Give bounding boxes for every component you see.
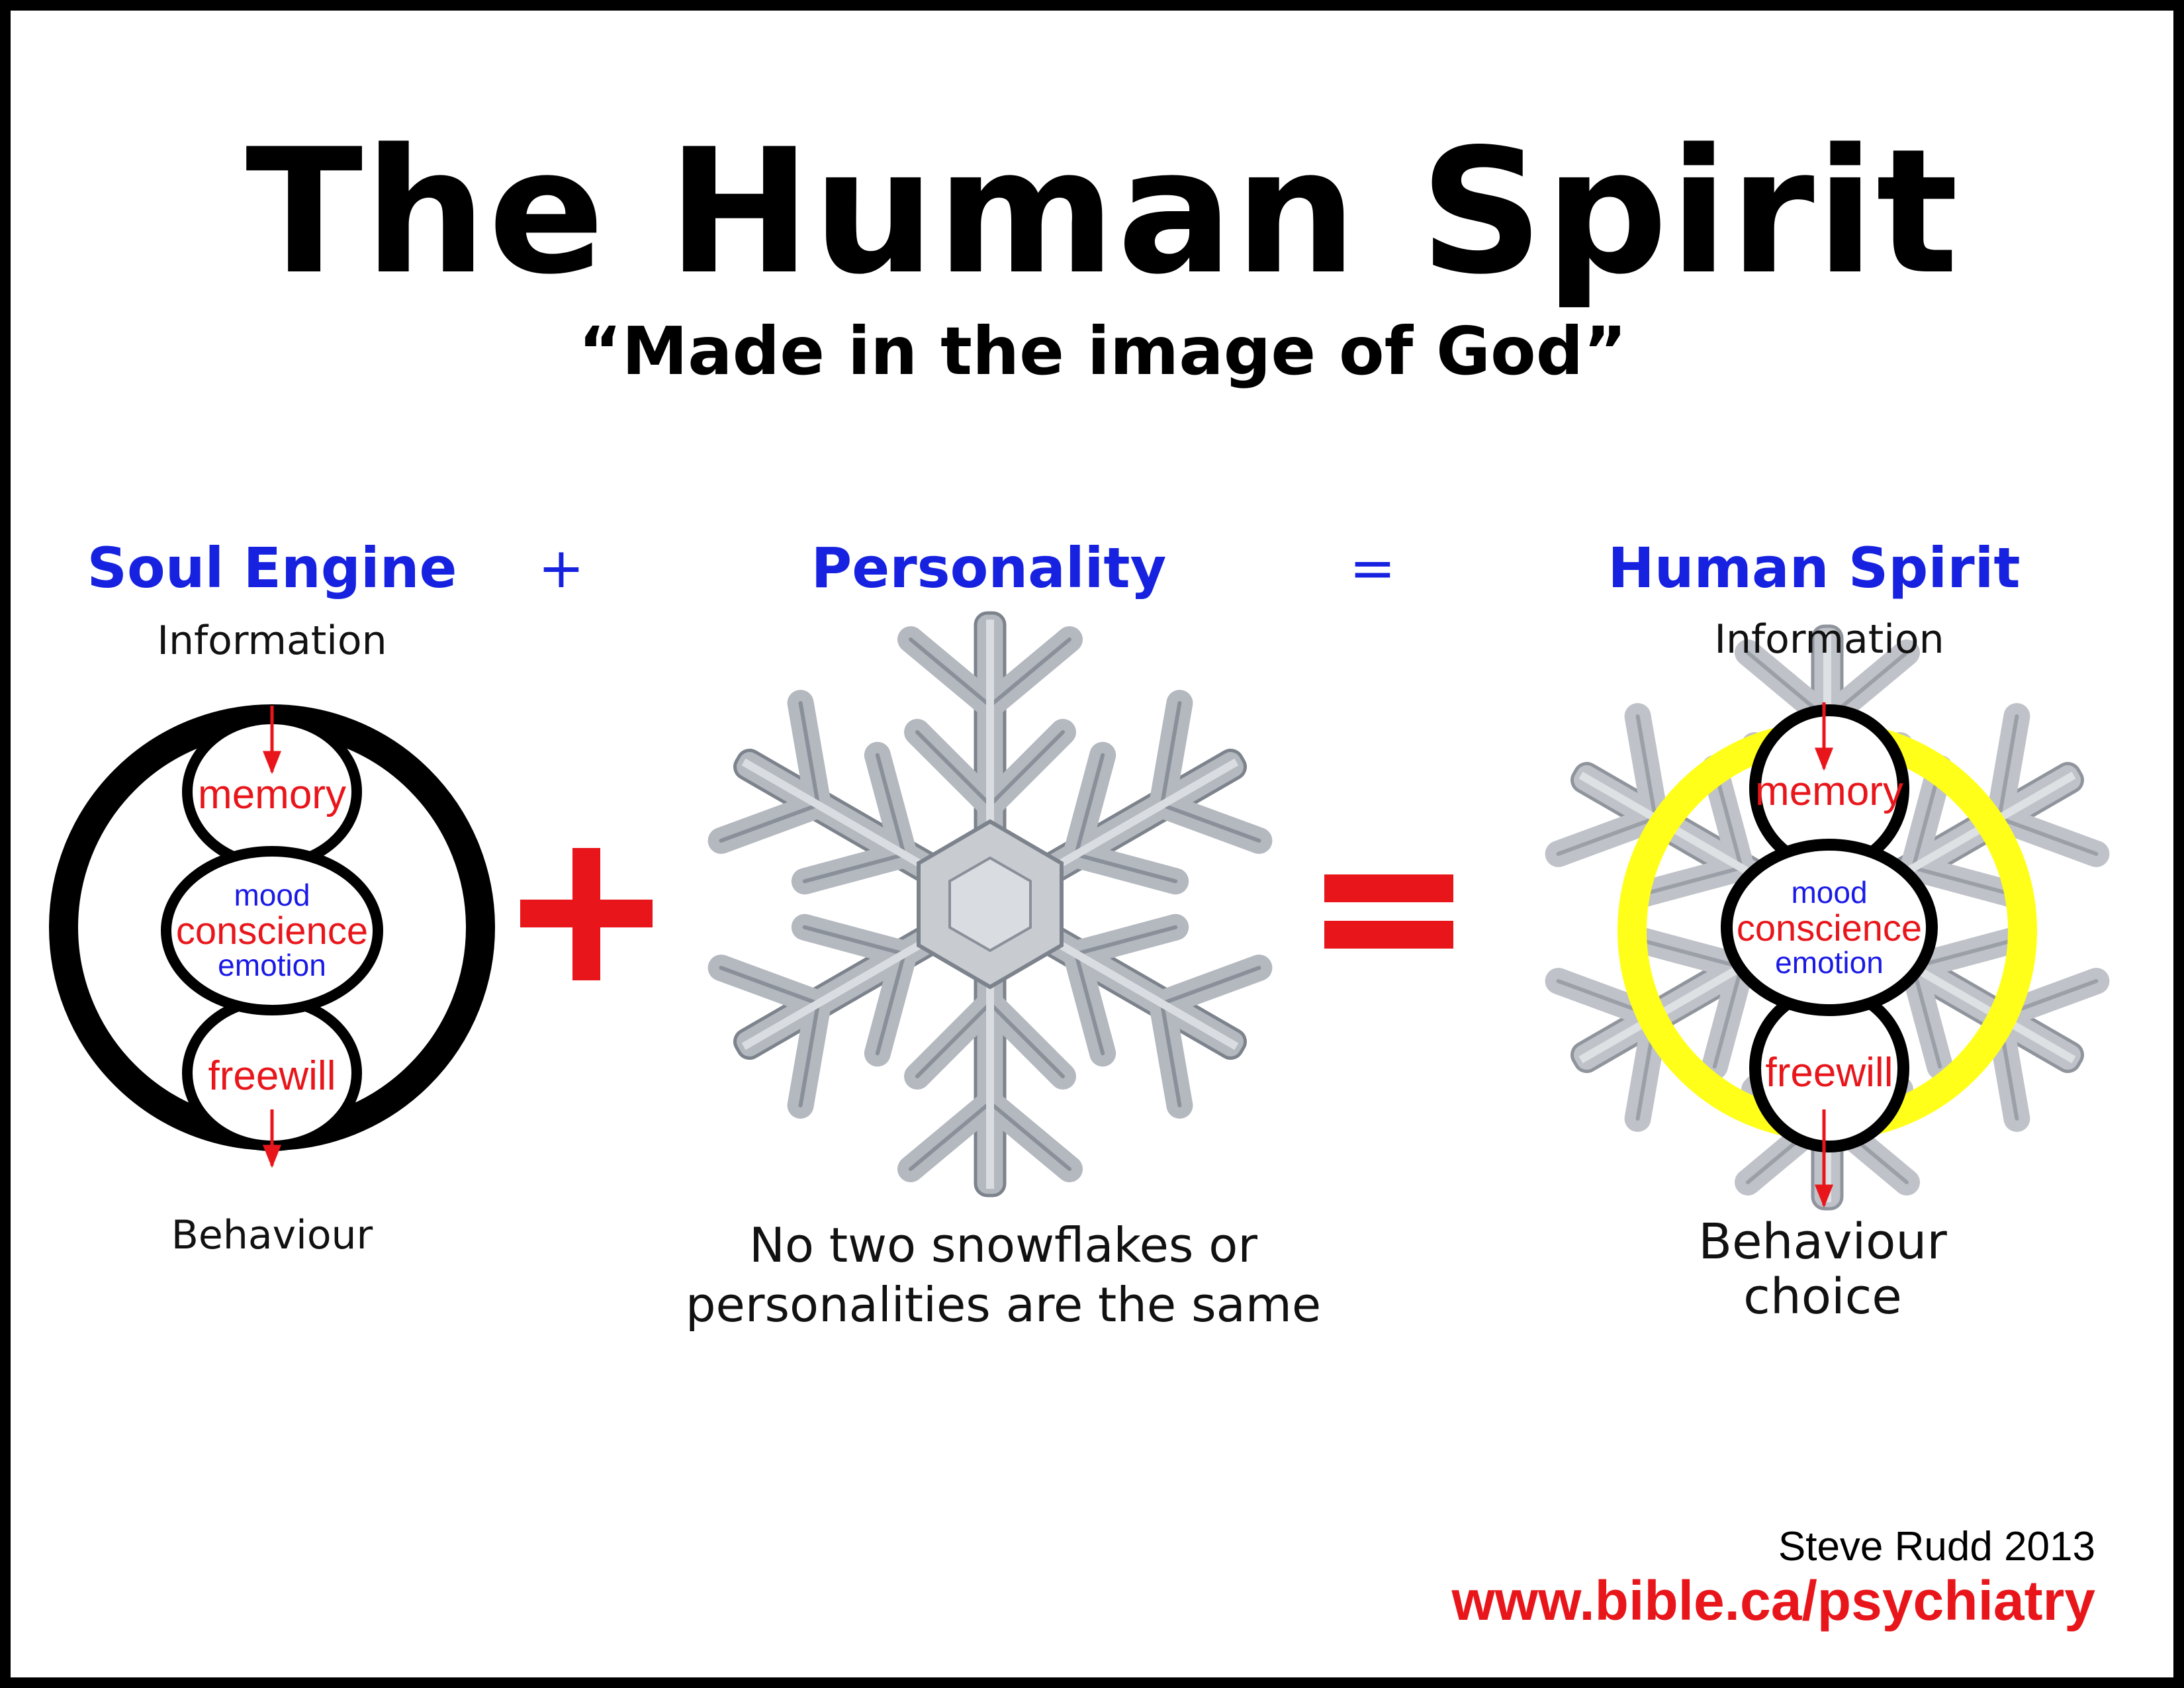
spirit-freewill-label: freewill — [1766, 1050, 1893, 1096]
conscience-ellipse — [161, 846, 383, 1015]
spirit-input-label: Information — [1714, 616, 1944, 663]
spirit-emotion-label: emotion — [1775, 945, 1884, 980]
spirit-memory-label: memory — [1755, 769, 1903, 814]
author-credit: Steve Rudd 2013 — [1778, 1524, 2095, 1570]
personality-caption-line1: No two snowflakes or — [749, 1217, 1257, 1273]
soul-engine-freewill-label: freewill — [208, 1053, 336, 1099]
personality-caption-line2: personalities are the same — [686, 1277, 1321, 1333]
snowflake-icon — [698, 613, 1282, 1196]
heading-soul-engine: Soul Engine — [87, 536, 457, 600]
soul-engine-emotion-label: emotion — [218, 948, 326, 982]
diagram-graphics: Information memory mood conscience emoti… — [49, 11, 2184, 1333]
soul-engine-memory-label: memory — [198, 772, 346, 818]
equals-symbol — [1324, 874, 1453, 949]
spirit-output-line2: choice — [1743, 1268, 1902, 1325]
heading-personality: Personality — [811, 536, 1167, 600]
soul-engine-input-label: Information — [157, 618, 387, 664]
spirit-mood-label: mood — [1791, 875, 1867, 910]
soul-engine-conscience-label: conscience — [176, 910, 368, 953]
plus-symbol — [520, 848, 653, 980]
spirit-conscience-label: conscience — [1737, 907, 1922, 949]
human-spirit-diagram: Information memory mood conscience emoti… — [1535, 616, 2119, 1325]
website-url[interactable]: www.bible.ca/psychiatry — [1451, 1570, 2095, 1632]
heading-plus: + — [537, 536, 585, 600]
soul-engine-output-label: Behaviour — [171, 1212, 373, 1258]
spirit-conscience-ellipse — [1721, 839, 1938, 1016]
page-subtitle: “Made in the image of God” — [578, 312, 1627, 390]
soul-engine-diagram: Information memory mood conscience emoti… — [49, 618, 495, 1258]
page-title: The Human Spirit — [245, 113, 1960, 312]
heading-equals: = — [1349, 536, 1396, 600]
heading-human-spirit: Human Spirit — [1608, 536, 2021, 600]
spirit-output-line1: Behaviour — [1698, 1213, 1947, 1270]
soul-engine-mood-label: mood — [234, 878, 310, 912]
